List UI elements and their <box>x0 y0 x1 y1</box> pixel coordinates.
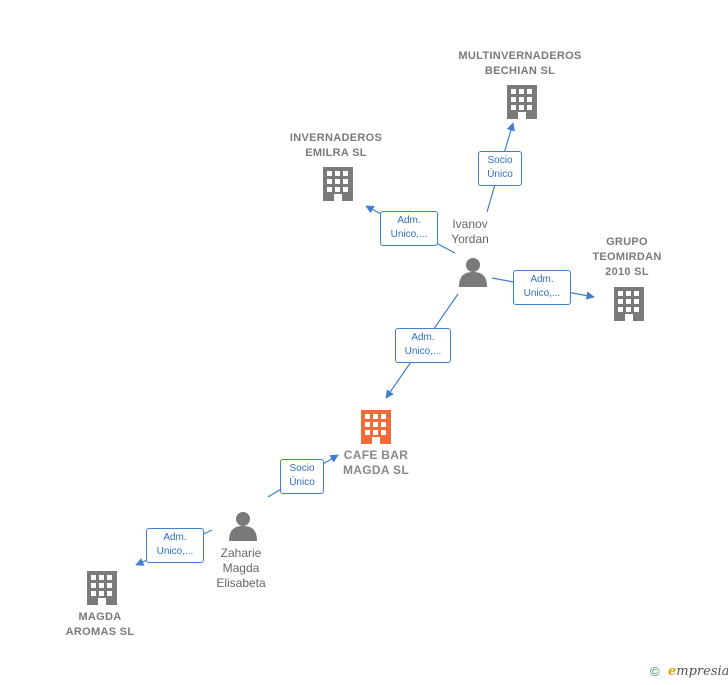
node-label-cafe-bar[interactable]: CAFE BAR MAGDA SL <box>343 448 409 477</box>
edge-label-adm-magda-aromas[interactable]: Adm. Unico,... <box>146 528 204 563</box>
person-icon-zaharie[interactable] <box>229 512 257 541</box>
node-label-multinvernaderos[interactable]: MULTINVERNADEROS BECHIAN SL <box>458 50 582 77</box>
edge-label-adm-invernaderos[interactable]: Adm. Unico,... <box>380 211 438 246</box>
node-label-invernaderos[interactable]: INVERNADEROS EMILRA SL <box>289 132 383 159</box>
copyright-symbol: © <box>650 664 660 679</box>
building-icon-magda-aromas[interactable] <box>87 571 117 605</box>
node-label-magda-aromas[interactable]: MAGDA AROMAS SL <box>65 611 135 638</box>
node-label-grupo[interactable]: GRUPO TEOMIRDAN 2010 SL <box>592 236 662 278</box>
node-label-zaharie[interactable]: Zaharie Magda Elisabeta <box>216 546 266 590</box>
node-label-ivanov[interactable]: Ivanov Yordan <box>451 217 489 246</box>
building-icon-cafe-bar[interactable] <box>361 410 391 444</box>
building-icon-multinvernaderos[interactable] <box>507 85 537 119</box>
person-icon-ivanov[interactable] <box>459 258 487 287</box>
brand-rest: mpresia <box>676 664 728 679</box>
building-icon-grupo[interactable] <box>614 287 644 321</box>
edge-label-adm-grupo[interactable]: Adm. Unico,... <box>513 270 571 305</box>
building-icon-invernaderos[interactable] <box>323 167 353 201</box>
edge-label-socio-unico-cafe-bar[interactable]: Socio Único <box>280 459 324 494</box>
edge-label-socio-unico-multinvernaderos[interactable]: Socio Único <box>478 151 522 186</box>
brand-logo[interactable]: empresia <box>668 664 728 679</box>
brand-first-letter: e <box>668 664 677 679</box>
edge-label-adm-cafe-bar[interactable]: Adm. Unico,... <box>395 328 451 363</box>
